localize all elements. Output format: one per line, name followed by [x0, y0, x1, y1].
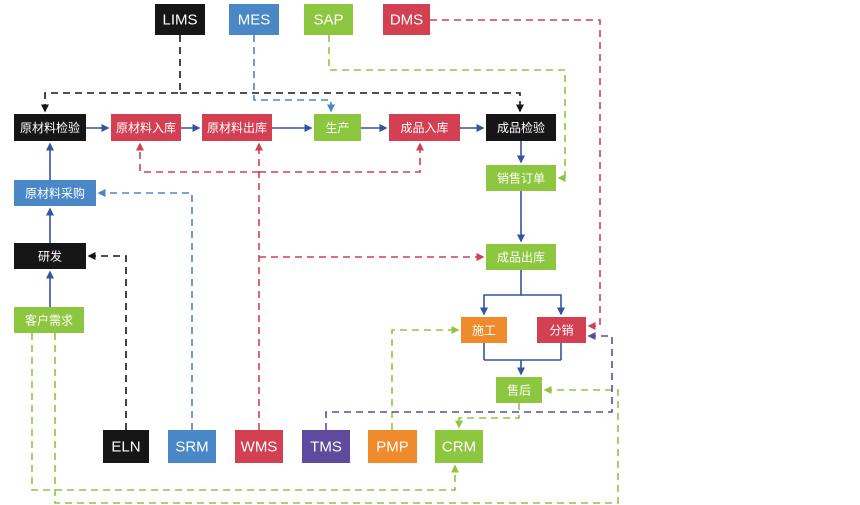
node-tms: TMS [302, 430, 350, 463]
edge-wms-to-raw-inbound [136, 142, 259, 173]
edge-pmp-to-construction [391, 326, 460, 430]
node-raw-inspection: 原材料检验 [14, 114, 86, 141]
edge-srm-to-raw-procurement [97, 189, 193, 430]
edge-wms-to-finished-inbound [259, 142, 424, 173]
node-raw-inbound: 原材料入库 [111, 114, 181, 141]
node-lims: LIMS [155, 4, 205, 35]
node-label-crm: CRM [442, 439, 476, 456]
node-after-sales: 售后 [496, 377, 542, 403]
node-label-mes: MES [238, 12, 271, 29]
node-sap: SAP [304, 4, 353, 35]
node-label-sap: SAP [313, 12, 343, 29]
edge-finished-outbound-to-distribution [521, 294, 565, 316]
node-crm: CRM [435, 430, 483, 463]
node-label-raw-inbound: 原材料入库 [116, 120, 176, 135]
node-production: 生产 [314, 114, 361, 141]
node-raw-procurement: 原材料采购 [14, 180, 96, 206]
node-label-distribution: 分销 [549, 324, 573, 338]
node-box-eln [103, 430, 149, 463]
node-label-construction: 施工 [472, 324, 496, 338]
node-box-production [314, 114, 361, 141]
node-customer-demand: 客户需求 [14, 307, 84, 333]
edge-lims-to-raw-inspection [41, 35, 181, 113]
edge-eln-to-rnd [87, 252, 127, 430]
node-label-finished-inspection: 成品检验 [497, 120, 545, 135]
node-label-sales-order: 销售订单 [497, 171, 545, 186]
node-construction: 施工 [461, 317, 507, 343]
node-box-raw-procurement [14, 180, 96, 206]
node-finished-outbound: 成品出库 [486, 244, 556, 270]
node-box-customer-demand [14, 307, 84, 333]
edge-customer-demand-to-crm [31, 333, 459, 491]
node-label-production: 生产 [325, 121, 349, 135]
node-label-customer-demand: 客户需求 [25, 313, 73, 328]
node-box-mes [229, 4, 279, 35]
node-srm: SRM [168, 430, 216, 463]
node-pmp: PMP [368, 430, 417, 463]
node-label-rnd: 研发 [38, 249, 62, 264]
node-finished-inspection: 成品检验 [486, 114, 556, 141]
edge-finished-outbound-to-construction [480, 270, 522, 316]
node-mes: MES [229, 4, 279, 35]
node-label-pmp: PMP [376, 439, 409, 456]
node-box-sap [304, 4, 353, 35]
edge-dms-to-distribution [430, 19, 601, 330]
node-sales-order: 销售订单 [486, 165, 556, 191]
node-wms: WMS [235, 430, 283, 463]
node-label-wms: WMS [241, 439, 278, 456]
node-label-raw-outbound: 原材料出库 [207, 120, 267, 135]
node-raw-outbound: 原材料出库 [202, 114, 272, 141]
node-label-dms: DMS [390, 12, 423, 29]
edge-mes-to-production [253, 35, 335, 113]
node-box-srm [168, 430, 216, 463]
node-box-wms [235, 430, 283, 463]
node-box-dms [383, 4, 430, 35]
edge-tms-to-distribution [325, 332, 613, 430]
node-eln: ELN [103, 430, 149, 463]
node-label-lims: LIMS [162, 12, 197, 29]
node-box-rnd [14, 243, 86, 269]
node-box-tms [302, 430, 350, 463]
node-label-after-sales: 售后 [507, 383, 531, 398]
node-box-finished-inbound [389, 114, 460, 141]
node-label-eln: ELN [111, 439, 140, 456]
node-box-distribution [537, 317, 586, 343]
node-dms: DMS [383, 4, 430, 35]
node-box-raw-inspection [14, 114, 86, 141]
node-label-raw-procurement: 原材料采购 [25, 186, 85, 201]
node-box-construction [461, 317, 507, 343]
node-label-tms: TMS [310, 439, 342, 456]
node-box-sales-order [486, 165, 556, 191]
node-finished-inbound: 成品入库 [389, 114, 460, 141]
node-box-finished-inspection [486, 114, 556, 141]
node-label-finished-inbound: 成品入库 [400, 120, 448, 135]
node-rnd: 研发 [14, 243, 86, 269]
node-label-raw-inspection: 原材料检验 [20, 120, 80, 135]
node-distribution: 分销 [537, 317, 586, 343]
node-label-finished-outbound: 成品出库 [497, 250, 545, 265]
node-box-finished-outbound [486, 244, 556, 270]
edge-customer-demand-to-after-sales [54, 333, 619, 504]
node-box-after-sales [496, 377, 542, 403]
node-box-pmp [368, 430, 417, 463]
node-box-lims [155, 4, 205, 35]
node-box-raw-inbound [111, 114, 181, 141]
edge-lims-to-finished-inspection [180, 92, 524, 113]
node-label-srm: SRM [175, 439, 208, 456]
node-box-raw-outbound [202, 114, 272, 141]
node-box-crm [435, 430, 483, 463]
edge-after-sales-to-crm [455, 403, 520, 429]
edge-sap-to-sales-order [328, 35, 566, 182]
